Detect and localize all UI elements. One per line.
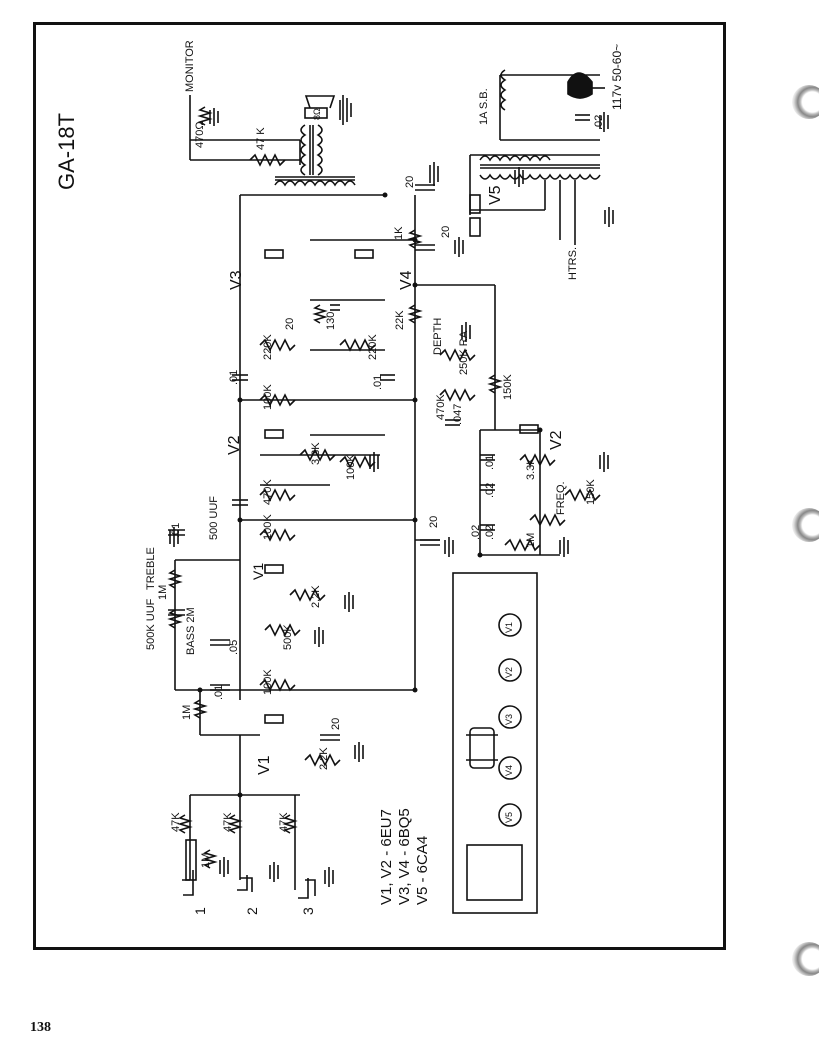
label-depth: DEPTH — [432, 317, 444, 355]
label-r-22k: 22K — [394, 310, 406, 330]
label-r-1m: 1M — [181, 704, 193, 720]
label-r-100k-a: 100K — [262, 384, 274, 410]
label-c05: .05 — [228, 639, 240, 655]
model-title: GA-18T — [54, 112, 79, 190]
chassis-tube-v2: V2 — [504, 666, 514, 678]
label-r-47k-top: 47 K — [255, 127, 267, 150]
capacitors — [168, 114, 590, 741]
label-depth-val: 250K RA — [458, 330, 470, 375]
label-cap-02-power: .02 — [593, 114, 605, 130]
label-r-47k-3: 47K — [278, 812, 290, 832]
label-r-3-3k-b: 3.3K — [525, 457, 537, 480]
label-c20-c: 20 — [284, 317, 296, 330]
ground-symbols — [169, 95, 614, 887]
input-jacks — [182, 839, 316, 899]
punch-hole-bottom — [792, 942, 819, 976]
label-v2-top: V2 — [226, 435, 243, 455]
label-r-220k-a: 220K — [262, 334, 274, 360]
label-v5: V5 — [487, 185, 504, 205]
label-treble: TREBLE — [145, 547, 157, 590]
label-c02-c: .02 — [470, 524, 482, 540]
label-r-130: 130 — [325, 311, 337, 330]
label-r-150k-a: 150K — [502, 374, 514, 400]
label-fuse: 1A S.B. — [478, 88, 490, 125]
label-r-1m-b: 1M — [525, 532, 537, 548]
label-line: 117v 50-60~ — [610, 43, 624, 110]
label-r-47k-2: 47K — [222, 812, 234, 832]
label-input-3: 3 — [300, 907, 316, 915]
label-monitor: MONITOR — [184, 40, 196, 92]
label-r-500k: 500K — [282, 624, 294, 650]
chassis-tube-v3: V3 — [504, 713, 514, 725]
tube-legend-3: V5 - 6CA4 — [414, 835, 431, 905]
label-r-220k-b: 220K — [367, 334, 379, 360]
label-c20-d: 20 — [428, 515, 440, 528]
chassis-tube-v4: V4 — [504, 764, 514, 776]
punch-hole-top — [792, 85, 819, 119]
label-v1-low: V1 — [256, 755, 273, 775]
label-v4: V4 — [398, 270, 415, 290]
label-htrs: HTRS. — [567, 247, 579, 280]
label-c01-b: .01 — [372, 374, 384, 390]
label-c01-e: .01 — [484, 454, 496, 470]
tube-legend-2: V3, V4 - 6BQ5 — [396, 808, 413, 905]
label-c01-c: .01 — [170, 522, 182, 538]
junctions — [197, 192, 543, 798]
label-freq: FREQ. — [555, 481, 567, 515]
label-c01-a: .01 — [228, 369, 240, 385]
label-r-470: 470Ω — [194, 121, 206, 148]
label-bass: BASS 2M — [185, 607, 197, 655]
chassis-tube-v1: V1 — [504, 621, 514, 633]
page-number: 138 — [30, 1020, 51, 1035]
label-r-470k-a: 470K — [262, 479, 274, 505]
tube-legend-1: V1, V2 - 6EU7 — [378, 809, 395, 905]
label-r-1m-in: 1M — [200, 852, 212, 868]
label-c20-a: 20 — [404, 175, 416, 188]
line-plug — [567, 72, 605, 99]
output-transformer — [274, 95, 356, 187]
label-r-100k-d: 100K — [262, 669, 274, 695]
schematic-frame — [33, 22, 726, 950]
label-c01-d: .01 — [213, 684, 225, 700]
label-input-1: 1 — [192, 907, 208, 915]
label-r-470k-b: 470K — [435, 394, 447, 420]
label-r-2-2k-b: 2.2K — [318, 747, 330, 770]
label-v1-mid: V1 — [250, 562, 266, 580]
label-treble-val: 1M — [157, 584, 169, 600]
label-c02-a: .02 — [484, 482, 496, 498]
wires — [174, 74, 600, 890]
label-r-3-3k-a: 3.3K — [310, 442, 322, 465]
label-r-1k: 1K — [393, 226, 405, 240]
label-v3: V3 — [228, 270, 245, 290]
label-r-150k-b: 150K — [585, 479, 597, 505]
label-r-100k-c: 100K — [262, 514, 274, 540]
chassis-tube-v5: V5 — [504, 811, 514, 823]
label-c20-b: 20 — [440, 225, 452, 238]
label-r-47k-1: 47K — [170, 812, 182, 832]
power-transformer — [479, 69, 601, 180]
label-speaker: 8Ω — [312, 108, 322, 120]
label-r-100k-b: 100K — [345, 454, 357, 480]
label-c500uuf-b: 500K UUF — [145, 598, 157, 650]
label-c02-b: .02 — [484, 524, 496, 540]
chassis-layout — [452, 572, 538, 914]
label-c500uuf: 500 UUF — [208, 495, 220, 540]
label-c047: .047 — [452, 403, 464, 425]
label-input-2: 2 — [244, 907, 260, 915]
label-v2-right: V2 — [548, 430, 565, 450]
punch-hole-middle — [792, 508, 819, 542]
label-c20-e: 20 — [330, 717, 342, 730]
resistors — [167, 106, 601, 869]
label-r-2-2k-a: 2.2K — [310, 585, 322, 608]
